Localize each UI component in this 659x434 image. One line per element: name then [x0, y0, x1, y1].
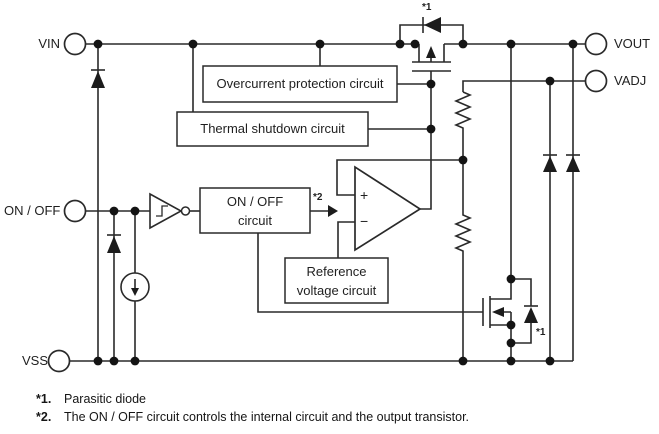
esd-vout-diode [566, 156, 580, 172]
vss-terminal [47, 349, 71, 373]
footnote-2-text: The ON / OFF circuit controls the intern… [64, 410, 470, 424]
note2-marker: *2 [313, 192, 323, 203]
thermal-block [176, 111, 369, 147]
overcurrent-block-label: Overcurrent protection circuit [216, 76, 384, 91]
reference-block-label: Reference voltage circuit [296, 264, 377, 298]
pass-transistor [412, 44, 451, 72]
note1-marker-bottom: *1 [536, 327, 546, 338]
footnote-2-marker: *2. [36, 410, 52, 424]
esd-vin-diode [91, 71, 105, 88]
esd-vadj-diode [543, 156, 557, 172]
opamp-plus-wire [336, 159, 463, 196]
footnote-1-text: Parasitic diode [64, 392, 146, 406]
nmos-gate-wire [257, 233, 483, 313]
pin-label-onoff: ON / OFF [4, 203, 61, 218]
vadj-wire [462, 80, 585, 92]
gate-drive-wire [420, 71, 432, 210]
upper-resistor [453, 91, 473, 160]
note1-marker-top: *1 [422, 2, 432, 13]
esd-onoff-diode [107, 236, 121, 253]
pin-label-vin: VIN [38, 36, 60, 51]
hysteresis-icon [156, 205, 168, 217]
inverter-bubble [180, 206, 191, 216]
onoff-block-label: ON / OFF circuit [226, 194, 284, 228]
footnote-1-marker: *1. [36, 392, 52, 406]
vout-drain-wire [490, 44, 512, 300]
pin-label-vout: VOUT [614, 36, 651, 51]
pass-parasitic-diode [424, 17, 441, 33]
vadj-terminal [584, 69, 608, 93]
current-source-arrowhead [131, 288, 139, 296]
reference-block [284, 257, 389, 304]
thermal-block-label: Thermal shutdown circuit [200, 121, 345, 136]
nmos-body-arrow [492, 307, 504, 317]
pass-body-arrow [426, 46, 436, 58]
pin-label-vadj: VADJ [614, 73, 647, 88]
nmos-parasitic-diode-loop [511, 278, 532, 344]
opamp-minus-sign: − [360, 213, 369, 229]
vout-terminal [584, 32, 608, 56]
onoff-control-arrowhead [328, 205, 338, 217]
nmos-parasitic-diode [524, 307, 538, 323]
lower-resistor [453, 160, 473, 361]
junction-dots [93, 39, 578, 366]
schmitt-trigger [149, 192, 183, 230]
error-amplifier [354, 165, 422, 252]
opamp-minus-wire [337, 221, 355, 258]
circuit-canvas [47, 17, 608, 373]
onoff-block [199, 187, 311, 234]
output-nmos [482, 296, 512, 361]
onoff-terminal [63, 199, 87, 223]
overcurrent-block [202, 65, 398, 103]
vin-terminal [63, 32, 87, 56]
pin-label-vss: VSS [21, 353, 48, 368]
opamp-plus-sign: + [360, 187, 369, 203]
